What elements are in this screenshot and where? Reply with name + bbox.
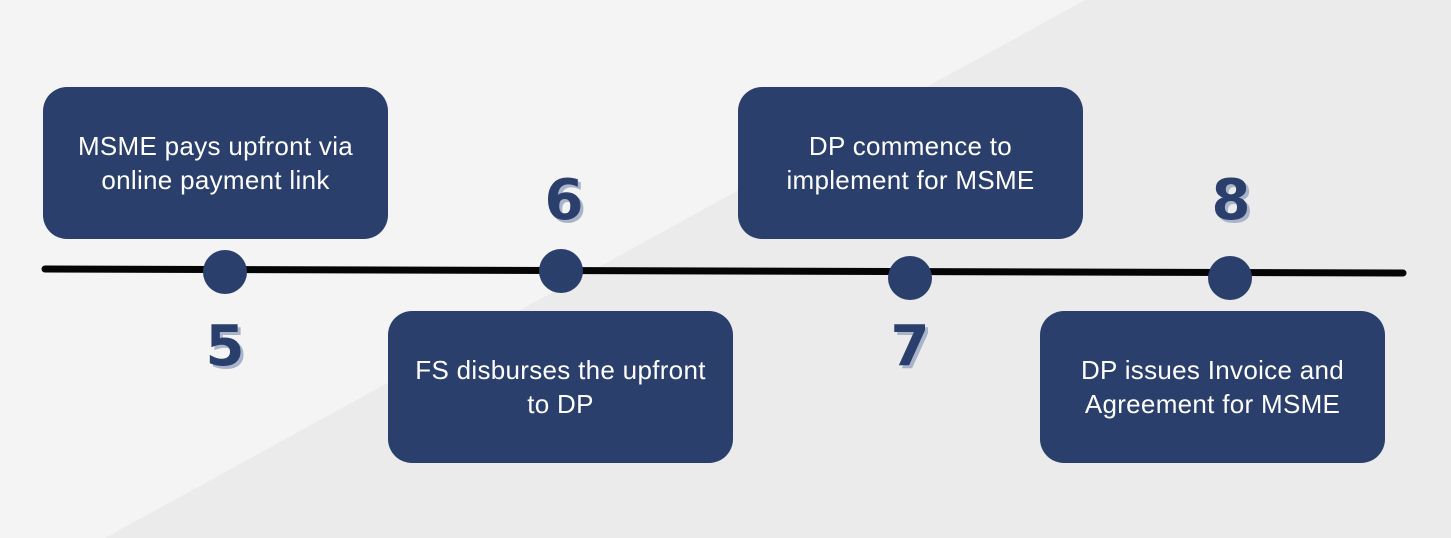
- timeline-node-7: [888, 256, 932, 300]
- step-5-number: 5: [205, 314, 245, 379]
- timeline-line: [41, 265, 1407, 277]
- step-6-number: 6: [544, 168, 584, 233]
- timeline-node-8: [1208, 256, 1252, 300]
- step-8-number: 8: [1211, 168, 1251, 233]
- step-7-number: 7: [890, 314, 930, 379]
- step-7-text: DP commence to implement for MSME: [786, 131, 1035, 195]
- step-6-text: FS disburses the upfront to DP: [415, 355, 706, 419]
- step-5-card: MSME pays upfront via online payment lin…: [43, 87, 388, 239]
- step-8-card: DP issues Invoice and Agreement for MSME: [1040, 311, 1385, 463]
- timeline-node-5: [203, 250, 247, 294]
- step-5-text: MSME pays upfront via online payment lin…: [77, 131, 354, 195]
- step-7-card: DP commence to implement for MSME: [738, 87, 1083, 239]
- timeline-node-6: [539, 249, 583, 293]
- step-8-text: DP issues Invoice and Agreement for MSME: [1080, 355, 1345, 419]
- step-6-card: FS disburses the upfront to DP: [388, 311, 733, 463]
